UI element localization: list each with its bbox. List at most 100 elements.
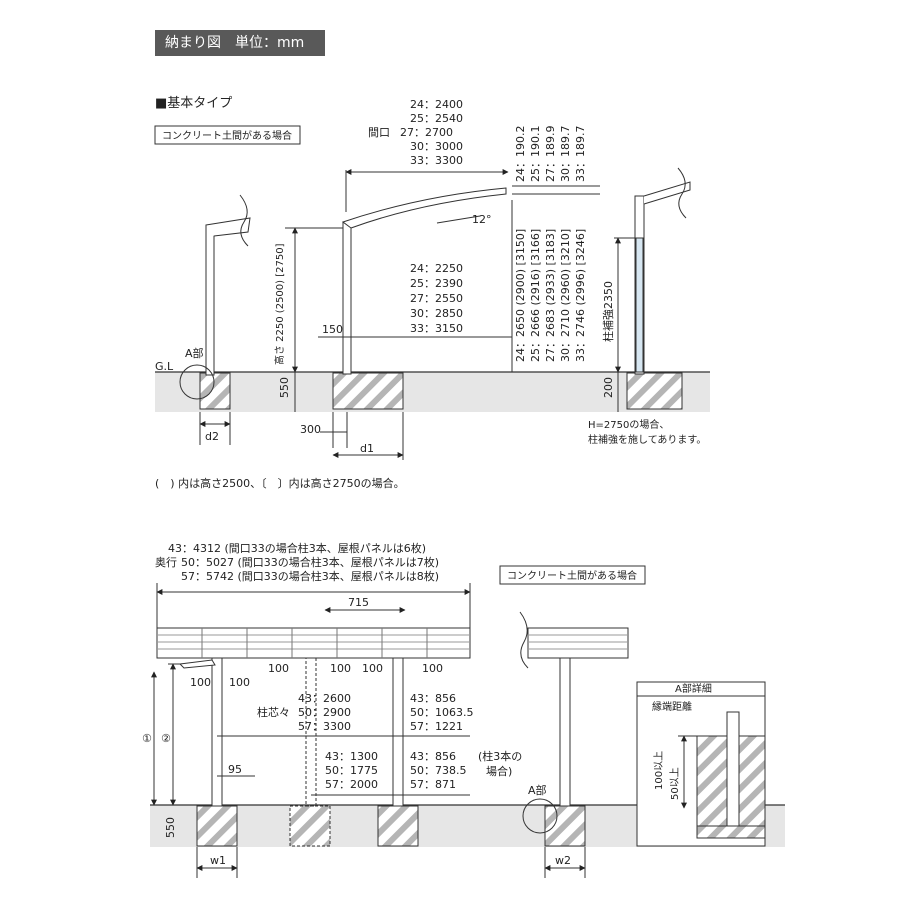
reinforcement-200: 200 bbox=[602, 377, 615, 398]
height-value-5: 33：2746 (2996) [3246] bbox=[574, 229, 587, 362]
min-100-label: 100以上 bbox=[653, 751, 665, 790]
post-left bbox=[205, 224, 215, 376]
offset-150: 150 bbox=[322, 323, 343, 336]
frontage-label: 間口 bbox=[368, 126, 390, 139]
reinforcement-label: 柱補強2350 bbox=[601, 281, 615, 342]
dim-100-b: 100 bbox=[330, 662, 351, 675]
rise-value-4: 30：189.7 bbox=[559, 126, 572, 183]
circle-1: ① bbox=[142, 732, 152, 745]
post-pitch-2: 50：2900 bbox=[298, 706, 351, 719]
rise-value-3: 27：189.9 bbox=[544, 126, 557, 183]
post-pitch-3p-3: 57：2000 bbox=[325, 778, 378, 791]
frontage-line-2: 25：2540 bbox=[410, 112, 463, 125]
reinforcement-note-1: H=2750の場合、 bbox=[588, 418, 669, 431]
side-roof-right bbox=[527, 627, 629, 659]
dim-95: 95 bbox=[228, 763, 242, 776]
overhang-3p-1: 43：856 bbox=[410, 750, 456, 763]
frontage-line-4: 30：3000 bbox=[410, 140, 463, 153]
three-post-note-2: 場合) bbox=[486, 764, 512, 778]
frontage-line-3: 27：2700 bbox=[400, 126, 453, 139]
overhang-1: 43：856 bbox=[410, 692, 456, 705]
side-footing-right bbox=[544, 805, 586, 847]
overhang-3: 57：1221 bbox=[410, 720, 463, 733]
concrete-note-box bbox=[154, 125, 301, 145]
frontage-line-1: 24：2400 bbox=[410, 98, 463, 111]
height-label: 高さ 2250 (2500) [2750] bbox=[273, 243, 286, 365]
depth-line-1: 43：4312 (間口33の場合柱3本、屋根パネルは6枚) bbox=[168, 541, 426, 555]
reinforcement-note-2: 柱補強を施してあります。 bbox=[588, 433, 706, 446]
angle-label: 12° bbox=[472, 213, 492, 226]
side-footing-1 bbox=[196, 805, 238, 847]
height-value-4: 30：2710 (2960) [3210] bbox=[559, 229, 572, 362]
circle-2: ② bbox=[161, 732, 171, 745]
depth-line-2: 50：5027 (間口33の場合柱3本、屋根パネルは7枚) bbox=[181, 555, 439, 569]
concrete-note-2: コンクリート土間がある場合 bbox=[507, 569, 637, 582]
height-value-3: 27：2683 (2933) [3183] bbox=[544, 229, 557, 362]
dim-550-side: 550 bbox=[164, 817, 177, 838]
side-post-right bbox=[559, 657, 571, 807]
rise-value-5: 33：189.7 bbox=[574, 126, 587, 183]
w1-label: w1 bbox=[210, 854, 226, 867]
overhang-3p-3: 57：871 bbox=[410, 778, 456, 791]
depth-550: 550 bbox=[278, 377, 291, 398]
a-part-circle bbox=[179, 364, 215, 400]
detail-post bbox=[726, 711, 740, 831]
side-post-3 bbox=[392, 657, 404, 807]
dim-100-c: 100 bbox=[362, 662, 383, 675]
a-part-circle-2 bbox=[522, 798, 558, 834]
side-post-2 bbox=[305, 657, 317, 807]
overhang-2: 50：1063.5 bbox=[410, 706, 474, 719]
concrete-note-box-2 bbox=[499, 565, 646, 585]
side-footing-3 bbox=[377, 805, 419, 847]
post-reinforcement bbox=[635, 237, 644, 373]
d2-label: d2 bbox=[205, 430, 219, 443]
depth-line-3: 57：5742 (間口33の場合柱3本、屋根パネルは8枚) bbox=[181, 569, 439, 583]
frontage-line-5: 33：3300 bbox=[410, 154, 463, 167]
d1-label: d1 bbox=[360, 442, 374, 455]
post-spacing-1: 24：2250 bbox=[410, 262, 463, 275]
footing-left bbox=[199, 372, 231, 410]
footing-right bbox=[626, 372, 683, 410]
roof-main bbox=[341, 187, 507, 229]
side-post-1 bbox=[211, 657, 223, 807]
three-post-note-1: (柱3本の bbox=[478, 749, 522, 763]
post-pitch-3p-1: 43：1300 bbox=[325, 750, 378, 763]
side-roof bbox=[156, 627, 471, 659]
a-part-label-2: A部 bbox=[528, 783, 547, 797]
page-title: 納まり図 単位：mm bbox=[155, 30, 325, 56]
side-footing-2 bbox=[289, 805, 331, 847]
post-spacing-4: 30：2850 bbox=[410, 307, 463, 320]
a-part-label: A部 bbox=[185, 346, 204, 360]
edge-distance-label: 縁端距離 bbox=[652, 700, 692, 713]
rise-values: 24：190.2 25：190.1 27：189.9 30：189.7 33：1… bbox=[514, 126, 587, 183]
dim-715: 715 bbox=[348, 596, 369, 609]
dim-100-e: 100 bbox=[190, 676, 211, 689]
dim-100-a: 100 bbox=[268, 662, 289, 675]
height-values: 24：2650 (2900) [3150] 25：2666 (2916) [31… bbox=[514, 229, 587, 362]
concrete-note: コンクリート土間がある場合 bbox=[162, 129, 292, 142]
dim-100-d: 100 bbox=[422, 662, 443, 675]
dim-100-f: 100 bbox=[229, 676, 250, 689]
rise-value-2: 25：190.1 bbox=[529, 126, 542, 183]
post-pitch-3: 57：3300 bbox=[298, 720, 351, 733]
gl-label: G.L bbox=[155, 360, 174, 373]
rise-value-1: 24：190.2 bbox=[514, 126, 527, 183]
post-spacing-5: 33：3150 bbox=[410, 322, 463, 335]
min-50-label: 50以上 bbox=[669, 767, 681, 800]
height-value-1: 24：2650 (2900) [3150] bbox=[514, 229, 527, 362]
post-spacing-2: 25：2390 bbox=[410, 277, 463, 290]
height-value-2: 25：2666 (2916) [3166] bbox=[529, 229, 542, 362]
post-pitch-3p-2: 50：1775 bbox=[325, 764, 378, 777]
post-spacing-3: 27：2550 bbox=[410, 292, 463, 305]
post-pitch-label: 柱芯々 bbox=[257, 705, 290, 719]
detail-title: A部詳細 bbox=[675, 682, 712, 695]
paren-note: ( ) 内は高さ2500、〔 〕内は高さ2750の場合。 bbox=[155, 476, 405, 490]
depth-label: 奥行 bbox=[155, 555, 177, 569]
section-basic-title: ■基本タイプ bbox=[155, 96, 232, 111]
overhang-3p-2: 50：738.5 bbox=[410, 764, 467, 777]
w2-label: w2 bbox=[555, 854, 571, 867]
post-pitch-1: 43：2600 bbox=[298, 692, 351, 705]
offset-300: 300 bbox=[300, 423, 321, 436]
footing-main bbox=[332, 372, 404, 410]
